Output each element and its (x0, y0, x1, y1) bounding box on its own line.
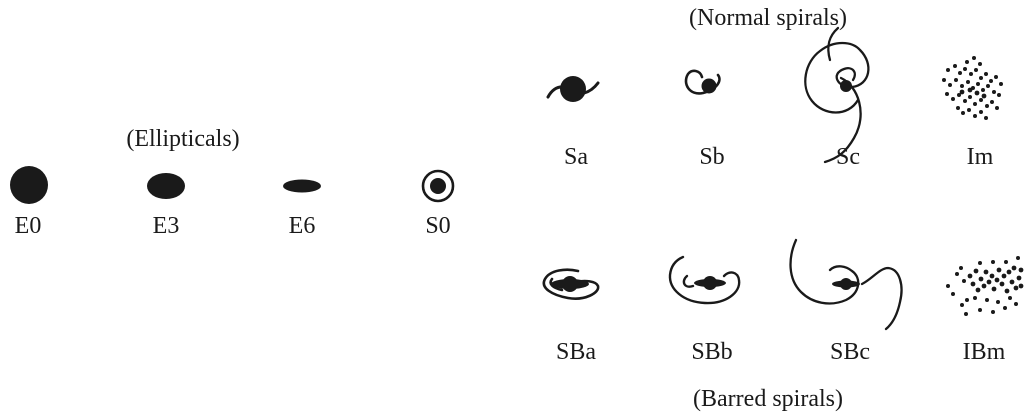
galaxy-sc-shape (804, 26, 870, 164)
label-sbc: SBc (829, 339, 871, 365)
galaxy-sa-shape (546, 76, 600, 102)
label-im: Im (966, 144, 994, 170)
label-e0: E0 (14, 213, 42, 239)
galaxy-e0-shape (10, 166, 48, 204)
label-ibm: IBm (962, 339, 1006, 365)
galaxy-im-shape (942, 56, 1003, 120)
label-sba: SBa (555, 339, 597, 365)
label-sc: Sc (836, 144, 860, 170)
galaxy-e6-shape (283, 179, 321, 193)
label-s0: S0 (425, 213, 451, 239)
barred-spirals-heading: (Barred spirals) (693, 386, 843, 412)
galaxy-sbc-shape (789, 238, 903, 331)
galaxy-e3-shape (147, 173, 185, 199)
normal-spirals-heading: (Normal spirals) (689, 5, 847, 31)
galaxy-sbb-shape (668, 255, 741, 305)
label-sa: Sa (564, 144, 588, 170)
galaxy-s0-shape (421, 169, 455, 203)
ellipticals-heading: (Ellipticals) (126, 126, 240, 152)
galaxy-ibm-shape (946, 256, 1024, 316)
galaxy-sb-shape (684, 69, 721, 95)
label-sbb: SBb (691, 339, 733, 365)
label-e3: E3 (152, 213, 180, 239)
galaxy-sba-shape (542, 268, 600, 300)
label-sb: Sb (699, 144, 725, 170)
label-e6: E6 (288, 213, 316, 239)
